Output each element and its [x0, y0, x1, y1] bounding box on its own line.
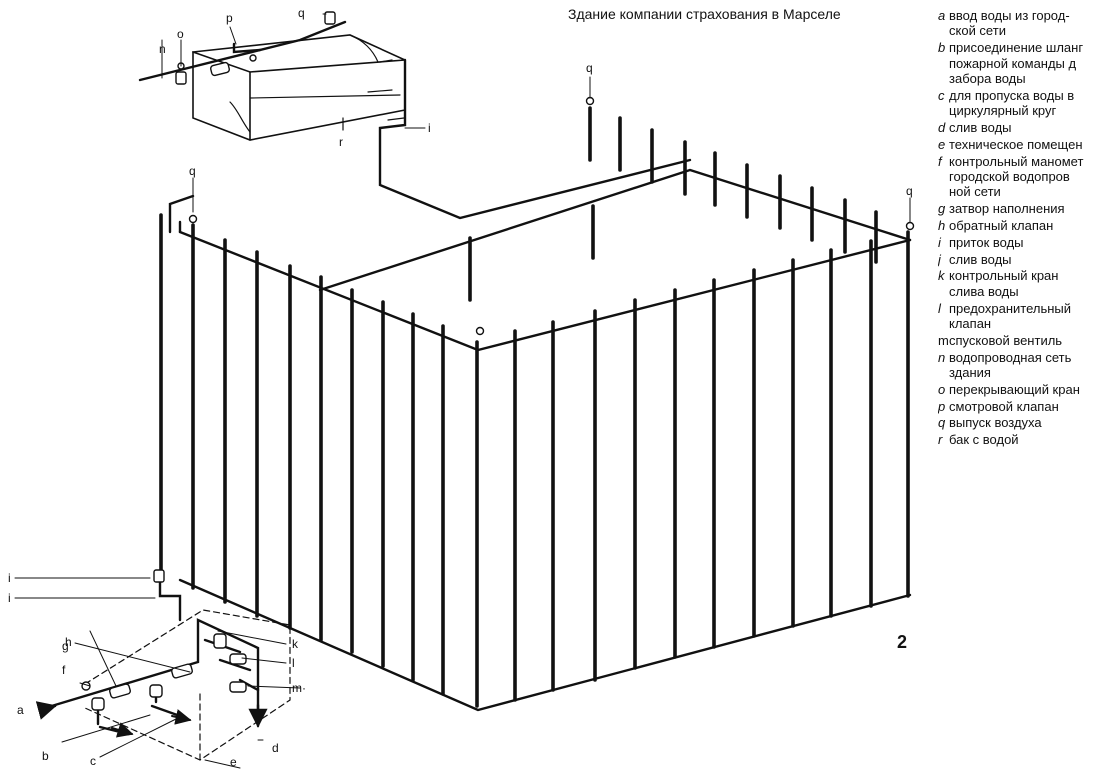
legend-key: o	[938, 381, 946, 397]
callout-n: n	[159, 42, 166, 56]
callout-p: p	[226, 11, 233, 25]
risers-back	[468, 106, 878, 302]
risers-front-left	[159, 213, 479, 708]
legend-item-l: l предохранительный клапан	[938, 301, 1111, 332]
legend-text: контрольный маномет городской водопров н…	[949, 153, 1084, 200]
legend-key: k	[938, 268, 945, 284]
legend-item-r: r бак с водой	[938, 432, 1111, 447]
callout-i-upper: i	[8, 571, 11, 585]
valve-bodies	[81, 569, 247, 711]
legend-text: техническое помещен	[949, 136, 1083, 152]
legend-key: r	[938, 432, 943, 448]
legend-text: ввод воды из город- ской сети	[949, 8, 1070, 39]
legend-item-f: f контрольный маномет городской водопров …	[938, 154, 1111, 200]
callout-h: h	[65, 635, 72, 649]
callout-o: o	[177, 27, 184, 41]
legend-text: присоединение шланг пожарной команды д з…	[949, 40, 1084, 87]
legend-key: a	[938, 8, 946, 23]
valve-assembly	[43, 580, 260, 736]
frame-lines	[158, 168, 912, 712]
roof-water-tank	[192, 34, 406, 141]
callout-d: d	[272, 741, 279, 755]
legend-key: j	[938, 251, 941, 267]
legend-text: обратный клапан	[949, 218, 1054, 234]
legend-key: b	[938, 40, 946, 56]
legend-key: n	[938, 349, 946, 365]
legend-text: предохранительный клапан	[949, 300, 1072, 332]
legend-text: выпуск воздуха	[949, 415, 1042, 431]
legend-text: слив воды	[949, 251, 1012, 267]
callout-a: a	[17, 703, 24, 717]
legend-key: i	[938, 234, 941, 250]
legend-text: для пропуска воды в циркулярный круг	[949, 87, 1075, 119]
drawing-title: Здание компании страхования в Марселе	[568, 6, 841, 22]
callout-i-tank: i	[428, 121, 431, 135]
callout-q-mid: q	[586, 61, 593, 75]
legend-key: e	[938, 136, 946, 152]
callout-i-lower: i	[8, 591, 11, 605]
legend-text: смотровой клапан	[949, 398, 1059, 414]
legend-text: бак с водой	[949, 432, 1019, 448]
hose-arrow-b	[111, 722, 134, 738]
legend-key: d	[938, 120, 946, 136]
legend-key: l	[938, 300, 941, 316]
legend-key: p	[938, 398, 946, 414]
callout-f: f	[62, 663, 66, 677]
valve-room-outline	[84, 609, 291, 761]
callout-q-left: q	[189, 164, 196, 178]
legend-key: h	[938, 218, 946, 234]
legend-text: контрольный кран слива воды	[949, 268, 1059, 299]
callout-e: e	[230, 755, 237, 769]
legend-item-i: i приток воды	[938, 235, 1111, 250]
legend-key: m	[938, 332, 949, 348]
roof-inlet-pipe	[138, 20, 347, 82]
callout-labels: i i h g f a b c e d k l m· n o p q i r q…	[8, 6, 913, 769]
figure-number: 2	[897, 632, 907, 652]
risers-front-right	[513, 230, 910, 702]
callout-g: g	[62, 639, 69, 653]
hose-arrow-c	[171, 709, 192, 725]
callout-c: c	[90, 754, 96, 768]
legend-key: f	[938, 153, 942, 169]
callout-q-top: q	[298, 6, 305, 20]
legend-text: затвор наполнения	[949, 201, 1065, 217]
legend-text: слив воды	[949, 120, 1012, 136]
tank-supply-pipe	[168, 58, 692, 234]
legend-text: приток воды	[949, 234, 1024, 250]
callout-m: m·	[292, 681, 306, 695]
callout-b: b	[42, 749, 49, 763]
callout-k: k	[292, 637, 299, 651]
legend-item-j: j слив воды	[938, 252, 1111, 267]
legend-text: перекрывающий кран	[949, 381, 1080, 397]
inlet-arrow-a	[35, 701, 57, 720]
legend-key: g	[938, 201, 946, 217]
callout-l: l	[292, 656, 295, 670]
air-release-heads	[188, 96, 915, 336]
legend-key: q	[938, 415, 946, 431]
callout-q-right: q	[906, 184, 913, 198]
legend-key: c	[938, 87, 945, 103]
roof-valves	[175, 11, 336, 85]
legend-text: спусковой вентиль	[949, 332, 1063, 348]
legend-text: водопроводная сеть здания	[949, 349, 1072, 381]
callout-r: r	[339, 135, 343, 149]
leader-lines	[14, 13, 911, 769]
